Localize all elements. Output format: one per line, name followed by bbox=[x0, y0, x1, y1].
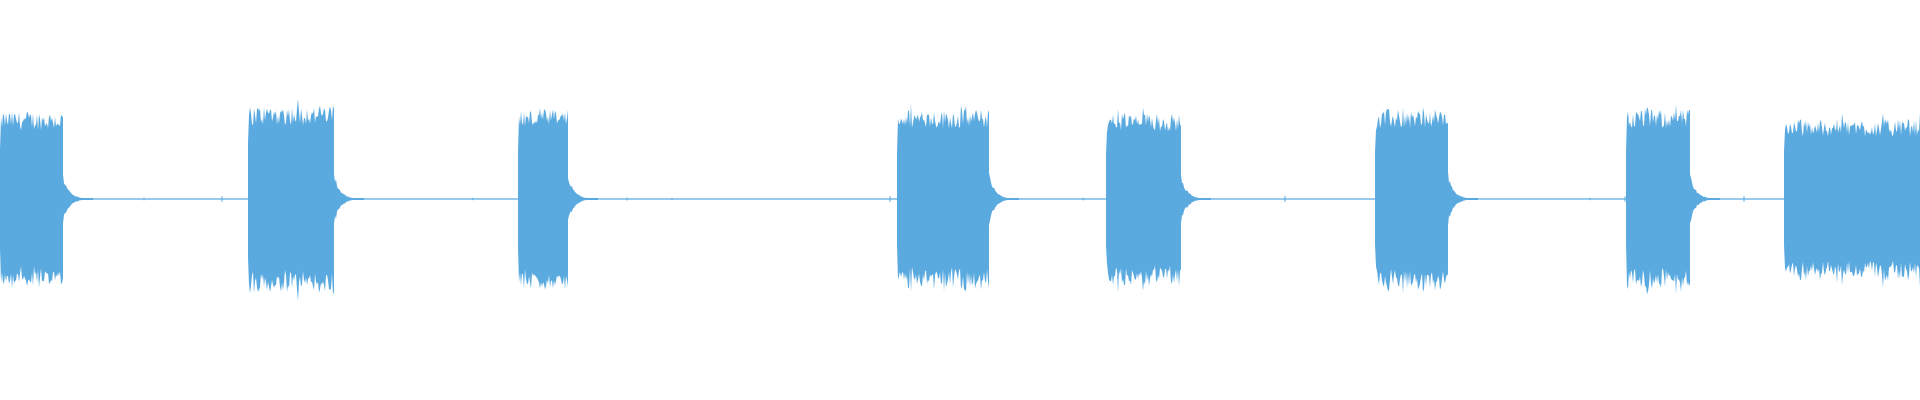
waveform-decay-tail bbox=[989, 172, 1019, 226]
waveform-burst bbox=[1375, 107, 1448, 294]
waveform-decay-tail bbox=[1181, 174, 1211, 224]
waveform-decay-tail bbox=[568, 178, 598, 220]
waveform-burst bbox=[248, 99, 334, 301]
waveform-decay-tail bbox=[1690, 174, 1720, 224]
waveform-burst bbox=[897, 103, 989, 293]
waveform-burst bbox=[1626, 104, 1690, 295]
waveform-burst bbox=[1106, 107, 1181, 293]
waveform-decay-tail bbox=[334, 174, 364, 224]
waveform-burst bbox=[1784, 112, 1920, 288]
waveform-bursts bbox=[0, 99, 1920, 301]
waveform-burst bbox=[518, 107, 568, 290]
waveform-decay-tail bbox=[1448, 172, 1478, 226]
waveform-burst bbox=[0, 111, 63, 289]
waveform-decay-tail bbox=[63, 174, 93, 224]
